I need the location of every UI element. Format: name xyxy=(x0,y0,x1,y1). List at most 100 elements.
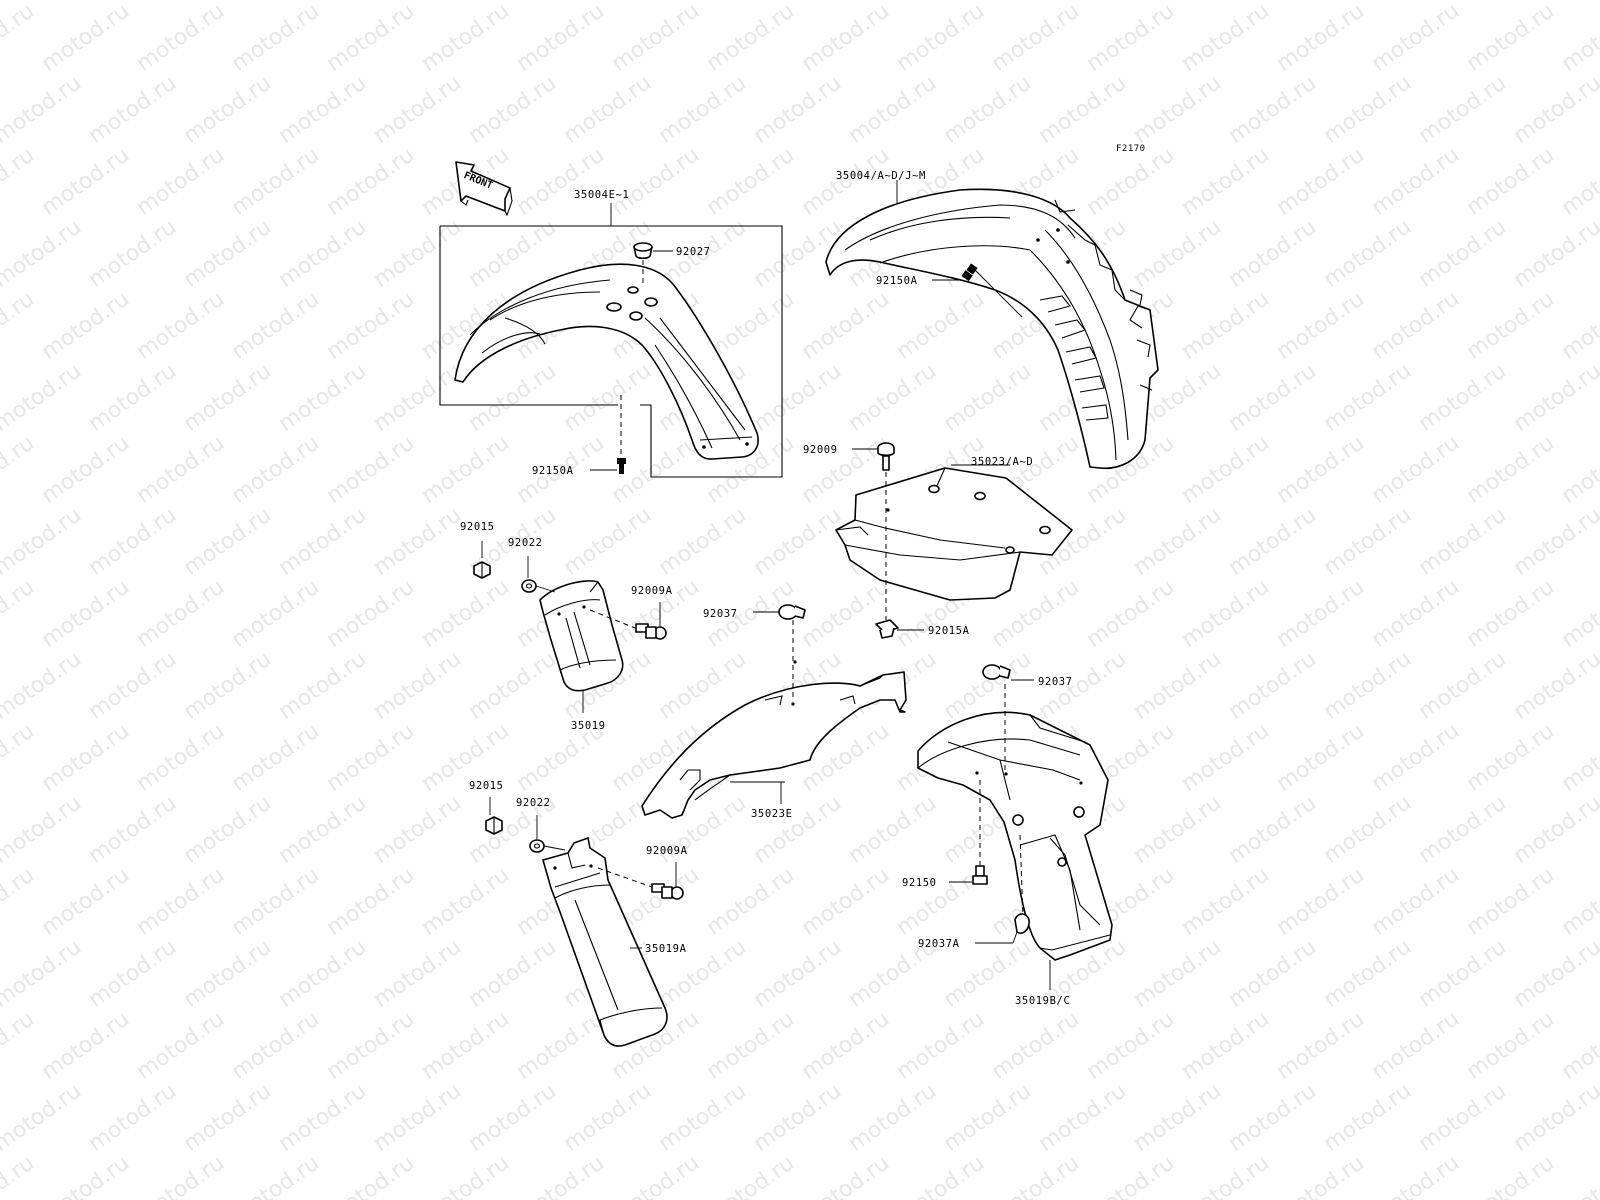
watermark-text: motod.ru xyxy=(322,287,419,365)
watermark-text: motod.ru xyxy=(1177,431,1274,509)
watermark-text: motod.ru xyxy=(1414,1079,1511,1157)
label-front-fender-grommet: 92027 xyxy=(676,246,711,258)
watermark-text: motod.ru xyxy=(37,719,134,797)
watermark-text: motod.ru xyxy=(322,1007,419,1085)
watermark-text: motod.ru xyxy=(1224,647,1321,725)
watermark-text: motod.ru xyxy=(559,359,656,437)
rear-flap-bolt-icon xyxy=(852,442,895,620)
watermark-text: motod.ru xyxy=(0,215,86,293)
watermark-text: motod.ru xyxy=(1319,503,1416,581)
watermark-text: motod.ru xyxy=(654,0,751,5)
watermark-text: motod.ru xyxy=(512,0,609,77)
watermark-text: motod.ru xyxy=(939,71,1036,149)
watermark-text: motod.ru xyxy=(1129,935,1226,1013)
watermark-text: motod.ru xyxy=(1367,287,1464,365)
watermark-text: motod.ru xyxy=(1224,71,1321,149)
watermark-text: motod.ru xyxy=(227,143,324,221)
watermark-text: motod.ru xyxy=(322,575,419,653)
watermark-text: motod.ru xyxy=(1224,359,1321,437)
fork-guard-lower xyxy=(542,837,668,1047)
watermark-text: motod.ru xyxy=(797,1007,894,1085)
watermark-text: motod.ru xyxy=(987,0,1084,77)
rear-flap-e xyxy=(641,660,907,819)
watermark-text: motod.ru xyxy=(179,647,276,725)
watermark-text: motod.ru xyxy=(987,1151,1084,1200)
watermark-text: motod.ru xyxy=(844,71,941,149)
watermark-text: motod.ru xyxy=(1177,719,1274,797)
watermark-text: motod.ru xyxy=(369,791,466,869)
watermark-text: motod.ru xyxy=(37,1151,134,1200)
watermark-text: motod.ru xyxy=(322,1151,419,1200)
watermark-text: motod.ru xyxy=(37,575,134,653)
figure-id: F2170 xyxy=(1116,144,1146,154)
watermark-text: motod.ru xyxy=(464,0,561,5)
watermark-text: motod.ru xyxy=(559,0,656,5)
label-rear-mudguard: 35019B/C xyxy=(1015,995,1070,1007)
watermark-text: motod.ru xyxy=(322,143,419,221)
watermark-text: motod.ru xyxy=(84,503,181,581)
watermark-text: motod.ru xyxy=(1367,0,1464,77)
watermark-text: motod.ru xyxy=(132,0,229,77)
watermark-text: motod.ru xyxy=(797,287,894,365)
watermark-text: motod.ru xyxy=(1367,575,1464,653)
watermark-text: motod.ru xyxy=(0,719,39,797)
watermark-text: motod.ru xyxy=(1272,575,1369,653)
guard-bolt-upper-icon xyxy=(589,602,667,640)
nut-clip-icon xyxy=(875,619,924,639)
watermark-text: motod.ru xyxy=(0,359,86,437)
watermark-text: motod.ru xyxy=(512,143,609,221)
label-front-fender-set: 35004E~1 xyxy=(574,189,629,201)
watermark-text: motod.ru xyxy=(1129,215,1226,293)
watermark-text: motod.ru xyxy=(844,0,941,5)
rear-flap xyxy=(835,467,1073,601)
watermark-text: motod.ru xyxy=(1367,143,1464,221)
watermark-text: motod.ru xyxy=(84,71,181,149)
grommet-icon xyxy=(633,242,673,286)
watermark-text: motod.ru xyxy=(369,503,466,581)
watermark-text: motod.ru xyxy=(607,1151,704,1200)
watermark-text: motod.ru xyxy=(892,1007,989,1085)
watermark-text: motod.ru xyxy=(1462,1007,1559,1085)
watermark-text: motod.ru xyxy=(132,1007,229,1085)
watermark-text: motod.ru xyxy=(1367,719,1464,797)
watermark-text: motod.ru xyxy=(1319,1079,1416,1157)
watermark-text: motod.ru xyxy=(1462,1151,1559,1200)
label-clamp-right: 92037 xyxy=(1038,676,1073,688)
watermark-text: motod.ru xyxy=(1462,863,1559,941)
watermark-text: motod.ru xyxy=(1129,503,1226,581)
watermark-text: motod.ru xyxy=(559,1079,656,1157)
watermark-text: motod.ru xyxy=(749,503,846,581)
watermark-text: motod.ru xyxy=(1557,1007,1600,1085)
clamp-lower-icon xyxy=(975,834,1030,944)
watermark-text: motod.ru xyxy=(369,647,466,725)
label-front-fender-bolt: 92150A xyxy=(532,465,574,477)
guard-washer-upper-icon xyxy=(521,556,556,593)
watermark-text: motod.ru xyxy=(1177,143,1274,221)
guard-nut-upper-icon xyxy=(473,541,491,579)
watermark-text: motod.ru xyxy=(1509,935,1600,1013)
watermark-text: motod.ru xyxy=(1034,0,1131,5)
watermark-text: motod.ru xyxy=(1462,143,1559,221)
watermark-text: motod.ru xyxy=(702,863,799,941)
watermark-text: motod.ru xyxy=(1367,863,1464,941)
watermark-text: motod.ru xyxy=(179,935,276,1013)
watermark-text: motod.ru xyxy=(0,1079,86,1157)
watermark-text: motod.ru xyxy=(1177,863,1274,941)
label-nut-clip: 92015A xyxy=(928,625,970,637)
watermark-text: motod.ru xyxy=(0,863,39,941)
watermark-text: motod.ru xyxy=(417,431,514,509)
watermark-text: motod.ru xyxy=(84,935,181,1013)
watermark-text: motod.ru xyxy=(1557,287,1600,365)
watermark-text: motod.ru xyxy=(227,0,324,77)
watermark-text: motod.ru xyxy=(844,359,941,437)
watermark-text: motod.ru xyxy=(1414,503,1511,581)
watermark-text: motod.ru xyxy=(749,791,846,869)
watermark-text: motod.ru xyxy=(1509,359,1600,437)
watermark-text: motod.ru xyxy=(322,431,419,509)
watermark-text: motod.ru xyxy=(1129,647,1226,725)
watermark-text: motod.ru xyxy=(179,71,276,149)
watermark-text: motod.ru xyxy=(464,935,561,1013)
watermark-text: motod.ru xyxy=(892,863,989,941)
watermark-text: motod.ru xyxy=(702,1151,799,1200)
